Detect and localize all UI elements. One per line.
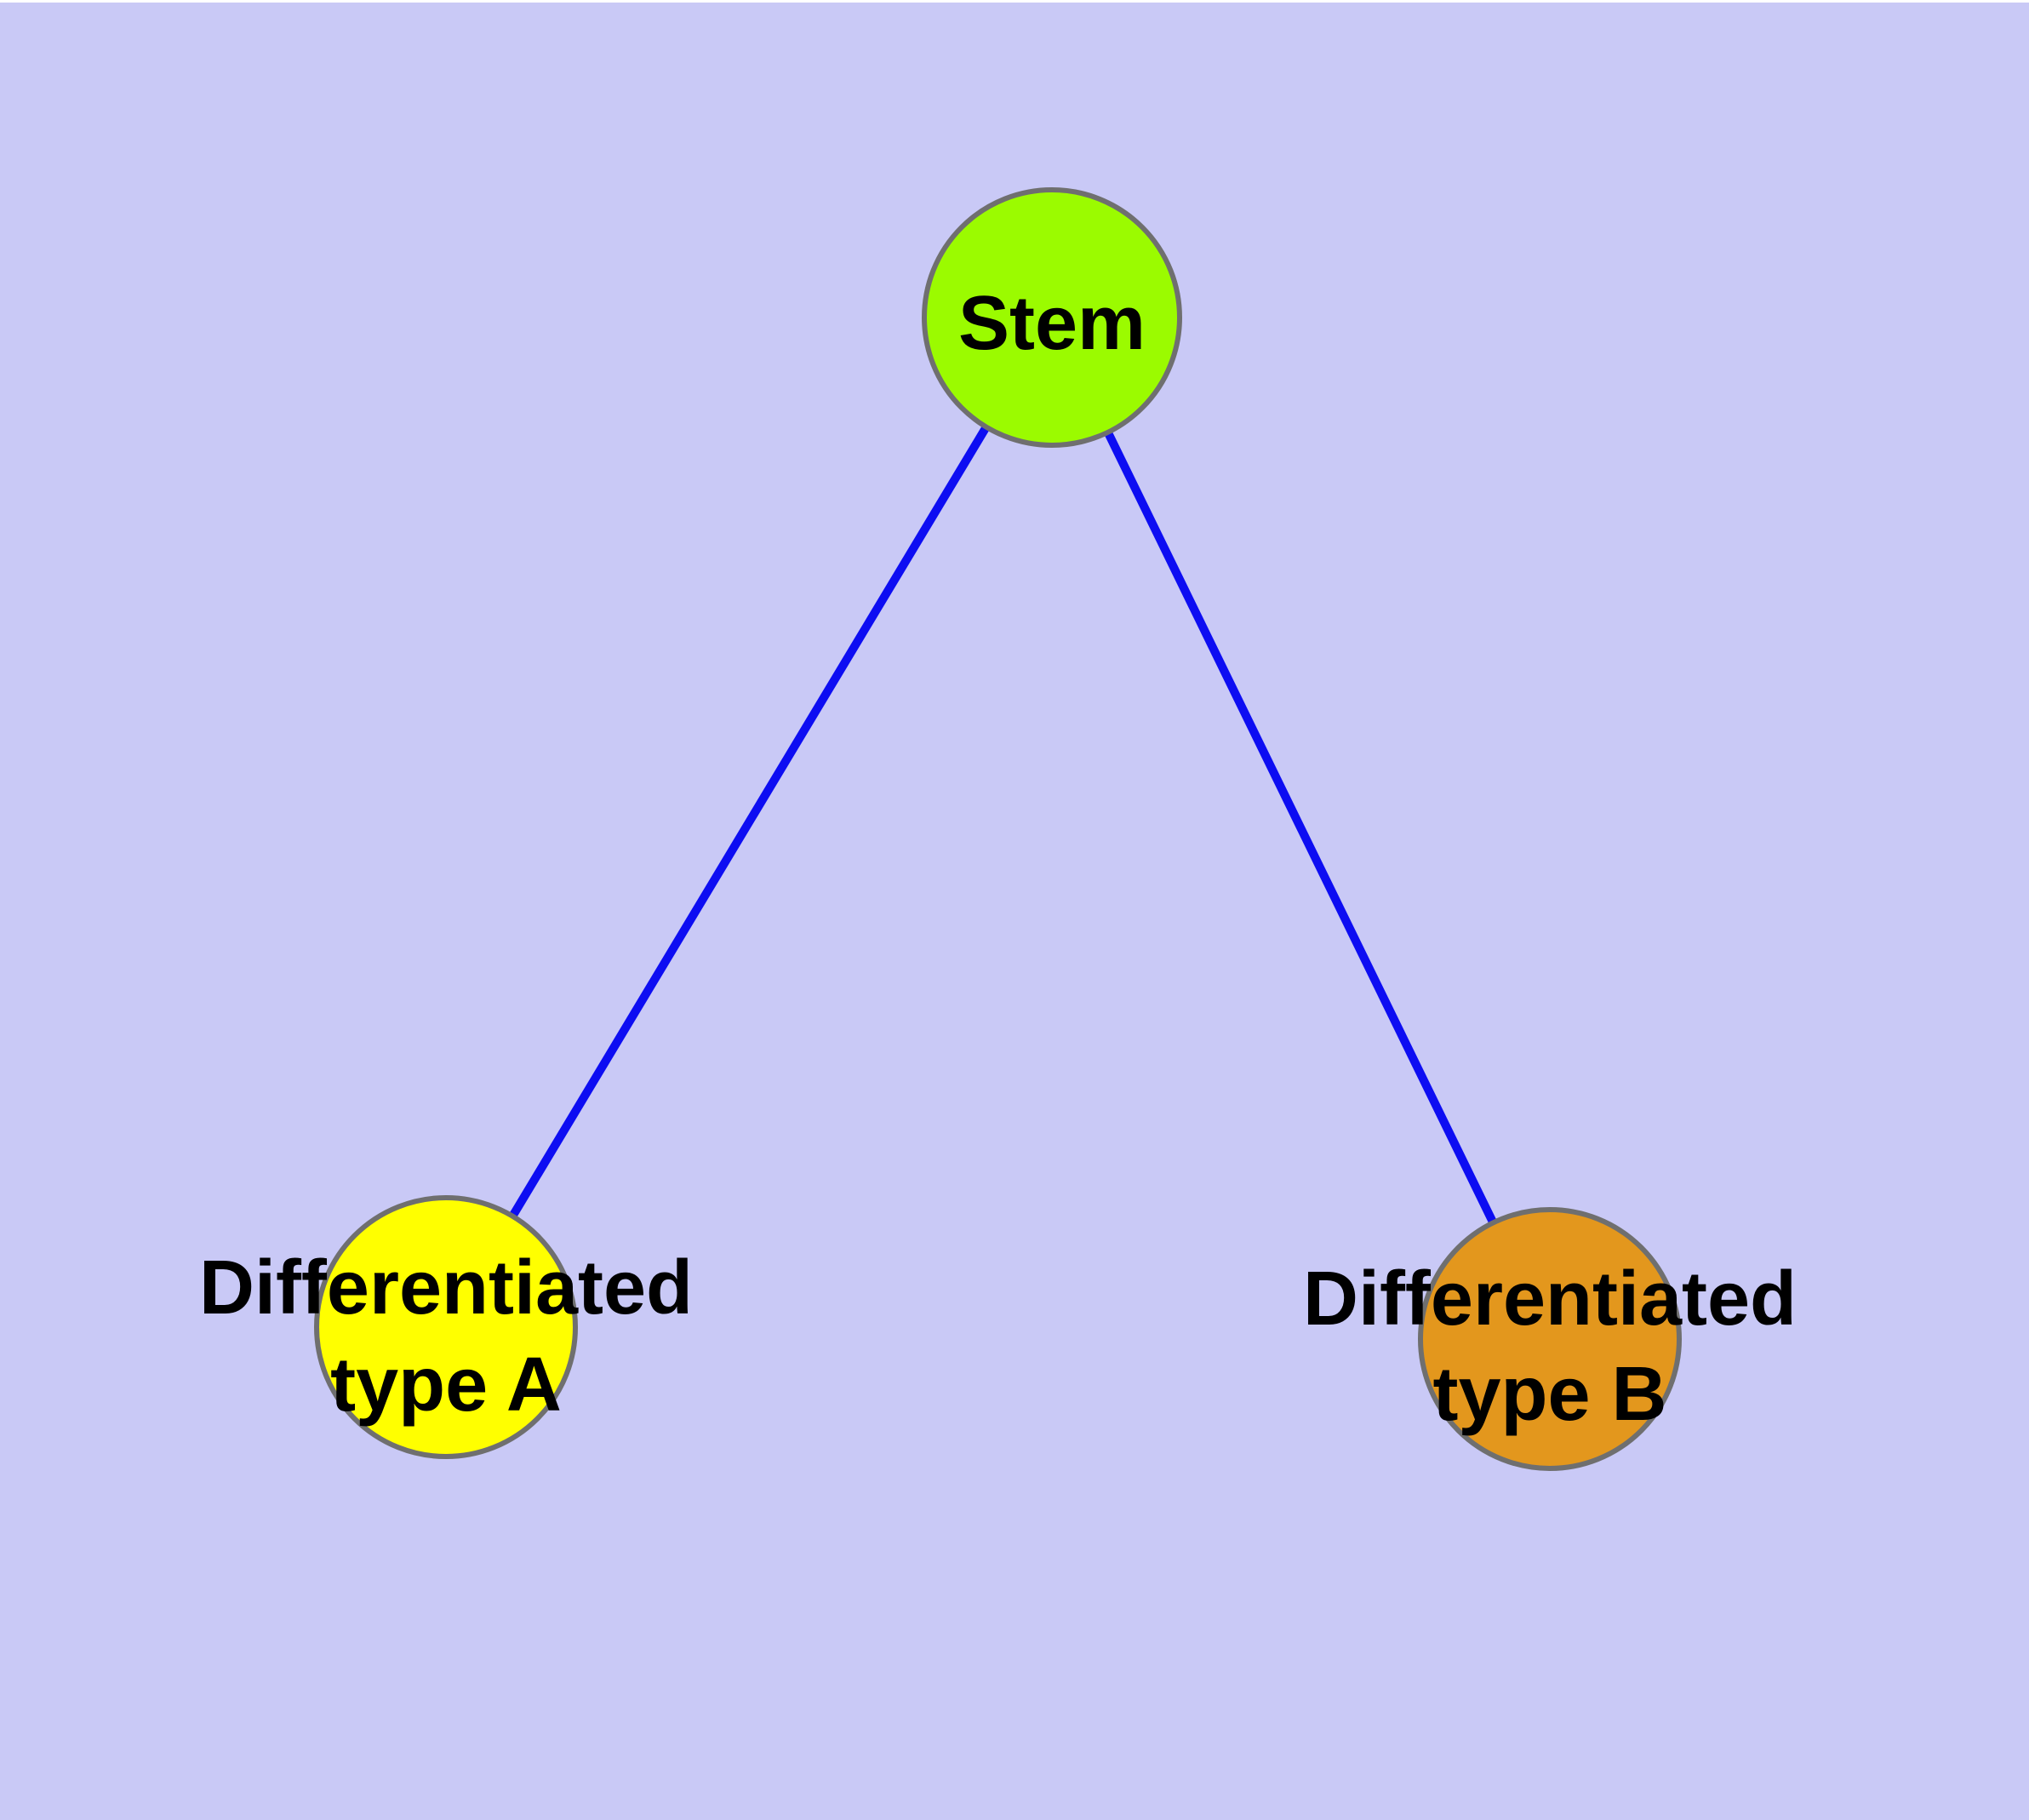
edge-stem-to-type-a [442, 315, 1056, 1330]
edge-stem-to-type-b [1048, 315, 1554, 1342]
node-stem [922, 187, 1182, 448]
node-differentiated-type-a [314, 1195, 578, 1459]
node-type-b-label-line-2: type B [1432, 1352, 1666, 1437]
node-differentiated-type-b [1418, 1207, 1682, 1471]
node-type-a-label-line-2: type A [330, 1342, 562, 1428]
node-stem-label: Stem [958, 281, 1146, 366]
node-type-a-label-line-1: Differentiated [199, 1245, 693, 1331]
node-type-b-label-line-1: Differentiated [1303, 1256, 1797, 1342]
